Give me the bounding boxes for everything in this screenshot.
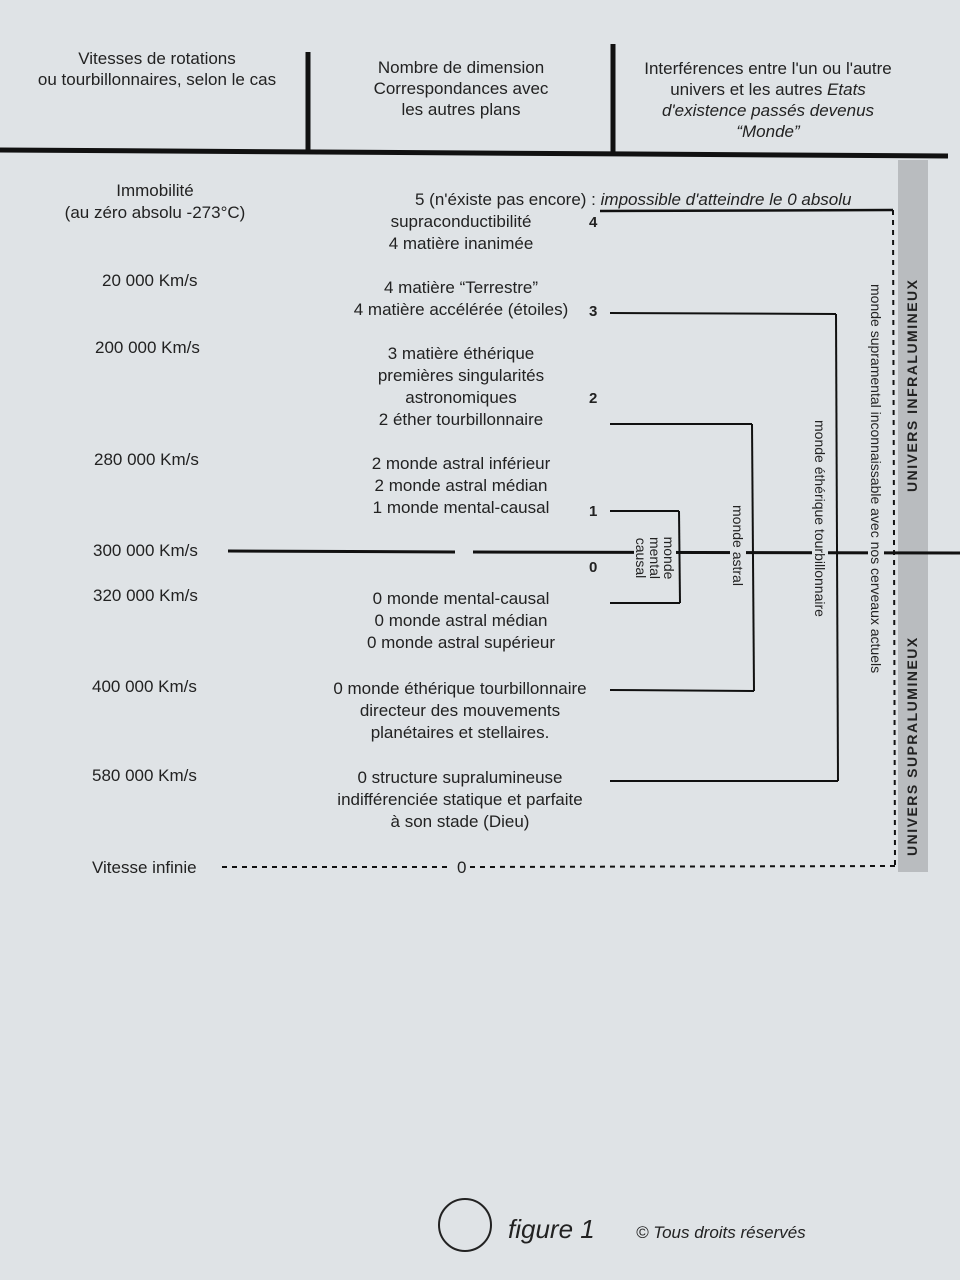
dimension-0c-block: 0 structure supralumineuse indifférencié… [310, 767, 610, 833]
header-rule [0, 147, 949, 159]
header-col2: Nombre de dimension Correspondances avec… [316, 57, 606, 120]
speed-immobilite-line1: Immobilité [116, 181, 194, 200]
etheric-bracket-top [609, 312, 837, 315]
speed-300000: 300 000 Km/s [93, 541, 198, 560]
speed-200000: 200 000 Km/s [95, 338, 200, 357]
label-mental-line1: monde [661, 536, 677, 580]
dimension-4-line2: 4 matière inanimée [388, 234, 534, 253]
label-mental-line2: mental [647, 536, 663, 580]
header-col2-line3: les autres plans [401, 100, 521, 119]
dimension-5: 5 (n'éxiste pas encore) : impossible d'a… [415, 189, 851, 211]
dimension-0b-line3: planétaires et stellaires. [370, 723, 550, 742]
universe-bar [898, 160, 928, 872]
dimension-1-line1: 2 monde astral inférieur [371, 454, 551, 473]
header-col1-line1: Vitesses de rotations [78, 49, 236, 68]
dimension-2-block: 3 matière éthérique premières singularit… [330, 343, 592, 431]
label-mental-line3: causal [633, 537, 649, 579]
dimension-2-line4: 2 éther tourbillonnaire [378, 410, 544, 429]
astral-bracket-bottom [609, 689, 755, 692]
speed-400000: 400 000 Km/s [92, 677, 197, 696]
dimension-1-line2: 2 monde astral médian [374, 476, 548, 495]
dimension-2-line2: premières singularités [377, 366, 545, 385]
dimension-0b-line1: 0 monde éthérique tourbillonnaire [333, 679, 587, 698]
dimension-0b-line2: directeur des mouvements [359, 701, 561, 720]
speed-320000: 320 000 Km/s [93, 586, 198, 605]
dimension-0c-line3: à son stade (Dieu) [390, 812, 530, 831]
label-monde-supramental: monde supramental inconnaissable avec no… [868, 282, 884, 676]
label-univers-infralumineux: UNIVERS INFRALUMINEUX [904, 278, 920, 492]
dimension-1-block: 2 monde astral inférieur 2 monde astral … [330, 453, 592, 519]
speed-infinie: Vitesse infinie [92, 858, 197, 877]
header-col1-line2: ou tourbillonnaires, selon le cas [37, 70, 277, 89]
header-col2-line2: Correspondances avec [373, 79, 549, 98]
supramental-bracket-vert [892, 209, 896, 867]
header-col3: Interférences entre l'un ou l'autre univ… [618, 58, 918, 142]
speed-580000: 580 000 Km/s [92, 766, 197, 785]
header-col1: Vitesses de rotations ou tourbillonnaire… [12, 48, 302, 90]
label-monde-etherique: monde éthérique tourbillonnaire [812, 418, 828, 619]
dimension-3-line2: 4 matière accélérée (étoiles) [353, 300, 569, 319]
dimension-number-4: 4 [589, 214, 598, 231]
light-speed-line-right [472, 550, 960, 555]
speed-280000: 280 000 Km/s [94, 450, 199, 469]
dimension-0a-line3: 0 monde astral supérieur [366, 633, 556, 652]
dimension-0c-line2: indifférenciée statique et parfaite [337, 790, 583, 809]
dimension-0a-block: 0 monde mental-causal 0 monde astral méd… [330, 588, 592, 654]
dimension-3-line1: 4 matière “Terrestre” [384, 278, 538, 297]
dimension-1-line3: 1 monde mental-causal [372, 498, 550, 517]
header-col3-line2-text: univers et les autres [670, 80, 828, 99]
dimension-2-line1: 3 matière éthérique [387, 344, 535, 363]
label-monde-mental-causal: monde mental causal [633, 522, 677, 594]
header-col3-line2: univers et les autres Etats [618, 79, 918, 100]
dimension-0a-line2: 0 monde astral médian [374, 611, 548, 630]
dimension-0c-line1: 0 structure supralumineuse [357, 768, 563, 787]
dimension-4-block: supraconductibilité 4 matière inanimée [330, 211, 592, 255]
dimension-zero-infinite: 0 [455, 857, 469, 879]
figure-caption: figure 1 [508, 1214, 595, 1244]
dimension-4-line1: supraconductibilité [390, 212, 532, 231]
dimension-0b-block: 0 monde éthérique tourbillonnaire direct… [310, 678, 610, 744]
header-col3-line4: “Monde” [736, 122, 800, 141]
dimension-0a-line1: 0 monde mental-causal [372, 589, 550, 608]
footer-circle [438, 1198, 492, 1252]
dimension-number-3: 3 [589, 303, 598, 320]
header-col3-line2-italic: Etats [827, 80, 866, 99]
dimension-number-0: 0 [589, 559, 598, 576]
infinite-speed-dashed-2 [469, 865, 896, 868]
speed-immobilite: Immobilité (au zéro absolu -273°C) [30, 180, 280, 224]
header-col3-line3: d'existence passés devenus [661, 101, 875, 120]
light-speed-line-left [227, 549, 456, 554]
header-col3-line1: Interférences entre l'un ou l'autre [644, 59, 892, 78]
speed-20000: 20 000 Km/s [102, 271, 198, 290]
speed-immobilite-line2: (au zéro absolu -273°C) [64, 203, 246, 222]
label-monde-astral: monde astral [730, 503, 746, 588]
dimension-5-italic: impossible d'atteindre le 0 absolu [600, 190, 852, 209]
astral-bracket-vert [751, 423, 755, 692]
supramental-bracket-top [599, 208, 894, 213]
dimension-number-1: 1 [589, 503, 598, 520]
dimension-3-block: 4 matière “Terrestre” 4 matière accéléré… [330, 277, 592, 321]
copyright-notice: © Tous droits réservés [636, 1223, 806, 1242]
dimension-number-2: 2 [589, 390, 598, 407]
dimension-5-text: 5 (n'éxiste pas encore) : [415, 190, 601, 209]
label-univers-supralumineux: UNIVERS SUPRALUMINEUX [904, 636, 920, 856]
dimension-2-line3: astronomiques [405, 388, 517, 407]
header-col2-line1: Nombre de dimension [377, 58, 545, 77]
etheric-bracket-vert [835, 313, 839, 782]
mental-bracket-vert [678, 510, 681, 604]
